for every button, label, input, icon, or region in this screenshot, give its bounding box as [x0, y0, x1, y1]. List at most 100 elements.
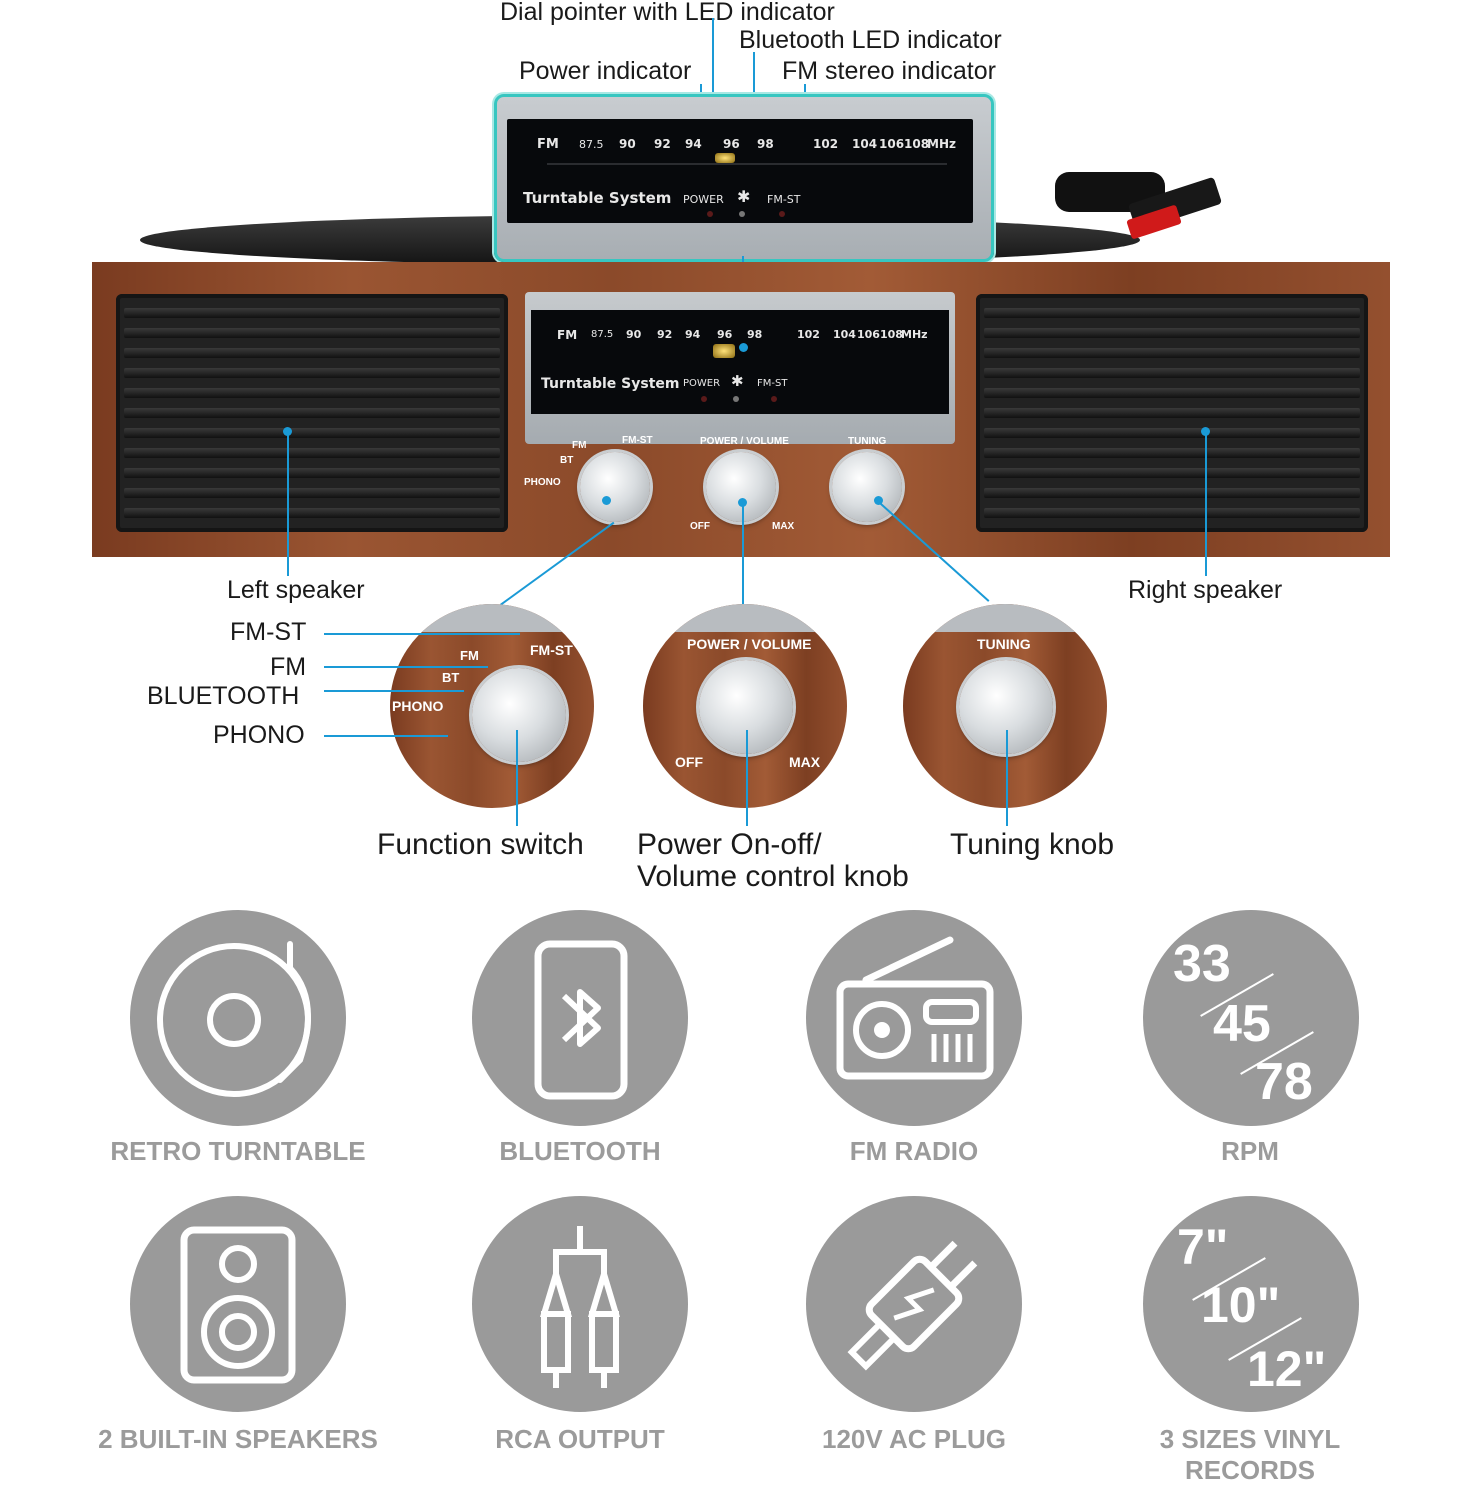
left-speaker-callout: Left speaker: [227, 576, 365, 604]
bluetooth-callout: BLUETOOTH: [147, 682, 300, 710]
right-speaker-grille: [976, 294, 1368, 532]
turntable-icon: [157, 941, 311, 1097]
rpm-icon: 33 45 78: [1143, 910, 1359, 1126]
front-freq-5: 98: [747, 328, 763, 341]
zoom-off-label: OFF: [675, 754, 703, 770]
feature-label-rca: RCA OUTPUT: [495, 1424, 665, 1454]
dial-pointer-line: [712, 18, 714, 156]
power-volume-zoom: POWER / VOLUME OFF MAX: [643, 604, 847, 808]
front-power-label: POWER: [683, 378, 721, 389]
rpm-value-78: 78: [1255, 1053, 1313, 1111]
function-switch-callout: Function switch: [377, 828, 584, 861]
bluetooth-phone-icon: [534, 940, 628, 1100]
right-speaker-callout: Right speaker: [1128, 576, 1283, 604]
front-power-volume-label: POWER / VOLUME: [700, 436, 789, 447]
retro-turntable-feature: [130, 910, 346, 1126]
rpm-value-45: 45: [1213, 995, 1271, 1053]
front-freq-1: 90: [626, 328, 642, 341]
zoom-dial-scale: [547, 163, 947, 165]
bluetooth-led-callout: Bluetooth LED indicator: [739, 26, 1002, 54]
speaker-icon: [180, 1226, 296, 1384]
front-fmst-label: FM-ST: [757, 378, 788, 389]
front-power-led: [701, 396, 707, 402]
vinyl-sizes-icon: 7" 10" 12": [1143, 1196, 1359, 1412]
front-bt-led: [733, 396, 739, 402]
front-phono-label: PHONO: [524, 477, 561, 488]
zoom-freq-2: 92: [654, 137, 671, 151]
front-off-label: OFF: [690, 521, 710, 532]
front-max-label: MAX: [772, 521, 795, 532]
front-bt-label: BT: [560, 455, 574, 466]
zoomed-dial-window: FM 87.5 90 92 94 96 98 102 104 106108 MH…: [507, 119, 973, 223]
bluetooth-line: [324, 690, 464, 692]
front-freq-8: 106108: [857, 328, 903, 341]
front-fmst-knob-label: FM-ST: [622, 435, 653, 446]
fm-line: [324, 666, 488, 668]
radio-icon: [836, 936, 994, 1080]
volume-connector: [742, 502, 744, 604]
zoom-max-label: MAX: [789, 754, 821, 770]
feature-label-bluetooth: BLUETOOTH: [499, 1136, 661, 1166]
volume-line: [746, 730, 748, 826]
zoom-freq-8: 106108: [879, 137, 930, 151]
zoom-bt-knob-label: BT: [442, 670, 460, 685]
feature-label-rpm: RPM: [1221, 1136, 1279, 1166]
function-switch-line: [516, 730, 518, 826]
dial-pointer-callout: Dial pointer with LED indicator: [500, 0, 835, 26]
phono-line: [324, 735, 448, 737]
front-freq-0: 87.5: [591, 329, 614, 340]
ac-plug-feature: [806, 1196, 1022, 1412]
function-switch-knob[interactable]: [580, 452, 650, 522]
front-bluetooth-icon: ✱: [731, 373, 744, 390]
feature-label-speakers: 2 BUILT-IN SPEAKERS: [98, 1424, 378, 1454]
zoom-fmst-led: [779, 211, 785, 217]
zoom-power-led: [707, 211, 713, 217]
feature-label-vinyl-sizes: 3 SIZES VINYL RECORDS: [1159, 1424, 1341, 1486]
front-dial-window: FM 87.5 90 92 94 96 98 102 104 106108 MH…: [531, 310, 949, 414]
front-freq-6: 102: [797, 328, 820, 341]
fm-radio-feature: [806, 910, 1022, 1126]
fm-st-callout: FM-ST: [230, 618, 307, 646]
plug-icon: [847, 1240, 978, 1371]
tuning-line: [1006, 730, 1008, 826]
feature-label-ac-plug: 120V AC PLUG: [822, 1424, 1006, 1454]
front-freq-9: MHz: [901, 328, 928, 341]
left-speaker-grille: [116, 294, 508, 532]
zoom-freq-9: MHz: [927, 137, 956, 151]
zoom-power-label: POWER: [683, 193, 724, 206]
power-indicator-callout: Power indicator: [519, 57, 692, 85]
zoom-bt-led: [739, 211, 745, 217]
size-12: 12": [1247, 1341, 1327, 1397]
power-volume-knob[interactable]: [706, 452, 776, 522]
rpm-feature: 33 45 78: [1143, 910, 1359, 1126]
zoom-function-knob: [472, 668, 566, 762]
rca-icon: [539, 1226, 621, 1388]
front-system-name: Turntable System: [541, 376, 680, 392]
zoom-power-volume-label: POWER / VOLUME: [687, 636, 812, 652]
feature-label-fm-radio: FM RADIO: [849, 1136, 979, 1166]
tuning-knob-callout: Tuning knob: [950, 828, 1115, 861]
left-speaker-dot: [283, 427, 292, 436]
zoom-freq-3: 94: [685, 137, 702, 151]
zoom-fm-knob-label: FM: [460, 648, 479, 663]
zoom-dial-pointer-led: [715, 153, 735, 163]
zoom-fmst-knob-label: FM-ST: [530, 642, 573, 658]
front-dial-panel: FM 87.5 90 92 94 96 98 102 104 106108 MH…: [525, 292, 955, 444]
front-dial-pointer-led: [713, 344, 735, 358]
size-10: 10": [1201, 1277, 1281, 1333]
tuning-zoom: TUNING: [903, 604, 1107, 808]
rca-feature: [472, 1196, 688, 1412]
power-onoff-callout-2: Volume control knob: [637, 860, 909, 893]
front-fm-label: FM: [572, 440, 587, 451]
front-freq-3: 94: [685, 328, 701, 341]
zoom-freq-4: 96: [723, 137, 740, 151]
cabinet: FM 87.5 90 92 94 96 98 102 104 106108 MH…: [92, 262, 1390, 557]
size-7: 7": [1177, 1219, 1229, 1275]
right-speaker-dot: [1201, 427, 1210, 436]
power-onoff-callout-1: Power On-off/: [637, 828, 822, 861]
zoom-fmst-label: FM-ST: [767, 193, 801, 206]
zoom-band-label: FM: [537, 137, 559, 152]
fm-callout: FM: [270, 653, 307, 681]
zoom-freq-1: 90: [619, 137, 636, 151]
front-freq-2: 92: [657, 328, 673, 341]
